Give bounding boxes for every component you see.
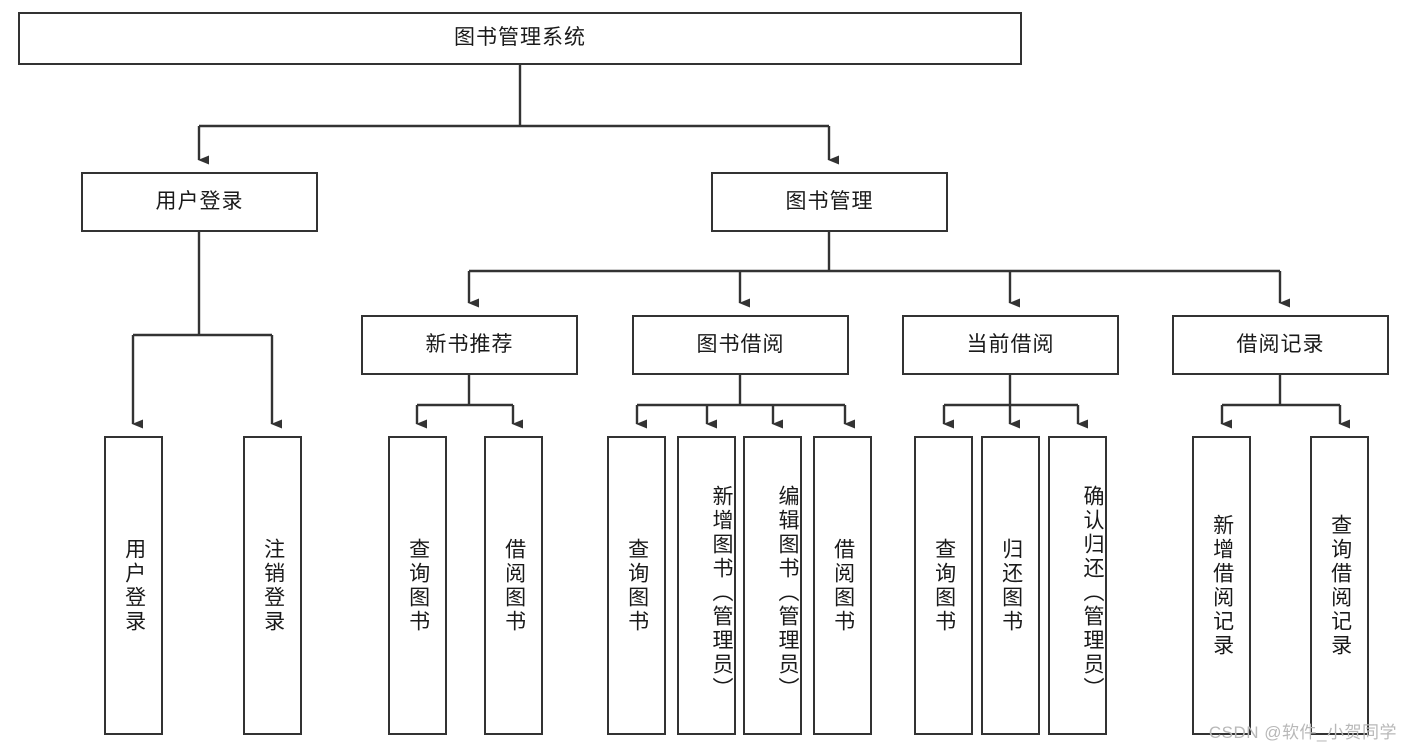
node-current-borrow[interactable]: 当前借阅 [902,315,1119,375]
node-label: 新增图书（管理员） [710,484,733,701]
node-label: 注销登录 [261,537,285,634]
node-label: 查询借阅记录 [1328,513,1352,658]
leaf-query-book-recommend[interactable]: 查询图书 [388,436,447,735]
leaf-borrow-book-recommend[interactable]: 借阅图书 [484,436,543,735]
csdn-watermark: CSDN @软件_小贺同学 [1208,723,1397,742]
node-label: 用户登录 [122,537,146,634]
node-book-management[interactable]: 图书管理 [711,172,948,232]
leaf-user-login[interactable]: 用户登录 [104,436,163,735]
node-label: 图书管理系统 [454,26,586,50]
leaf-return-book[interactable]: 归还图书 [981,436,1040,735]
node-label: 查询图书 [406,537,430,634]
leaf-query-book-current[interactable]: 查询图书 [914,436,973,735]
leaf-borrow-book[interactable]: 借阅图书 [813,436,872,735]
node-borrow-record[interactable]: 借阅记录 [1172,315,1389,375]
node-label: 归还图书 [999,537,1023,634]
leaf-query-borrow-record[interactable]: 查询借阅记录 [1310,436,1369,735]
leaf-query-book[interactable]: 查询图书 [607,436,666,735]
node-user-login[interactable]: 用户登录 [81,172,318,232]
node-label: 查询图书 [625,537,649,634]
node-label: 用户登录 [155,189,244,213]
node-label: 借阅图书 [831,537,855,634]
leaf-logout-login[interactable]: 注销登录 [243,436,302,735]
leaf-confirm-return-admin[interactable]: 确认归还（管理员） [1048,436,1107,735]
node-label: 借阅记录 [1236,332,1325,356]
leaf-edit-book-admin[interactable]: 编辑图书（管理员） [743,436,802,735]
leaf-add-book-admin[interactable]: 新增图书（管理员） [677,436,736,735]
node-book-borrow[interactable]: 图书借阅 [632,315,849,375]
node-label: 当前借阅 [966,332,1055,356]
node-label: 新增借阅记录 [1210,513,1234,658]
node-label: 新书推荐 [425,332,514,356]
leaf-add-borrow-record[interactable]: 新增借阅记录 [1192,436,1251,735]
node-label: 确认归还（管理员） [1081,484,1104,701]
node-label: 编辑图书（管理员） [776,484,799,701]
node-label: 查询图书 [932,537,956,634]
node-label: 借阅图书 [502,537,526,634]
node-label: 图书借阅 [696,332,785,356]
node-label: 图书管理 [785,189,874,213]
node-root-system[interactable]: 图书管理系统 [18,12,1022,65]
node-new-book-recommend[interactable]: 新书推荐 [361,315,578,375]
